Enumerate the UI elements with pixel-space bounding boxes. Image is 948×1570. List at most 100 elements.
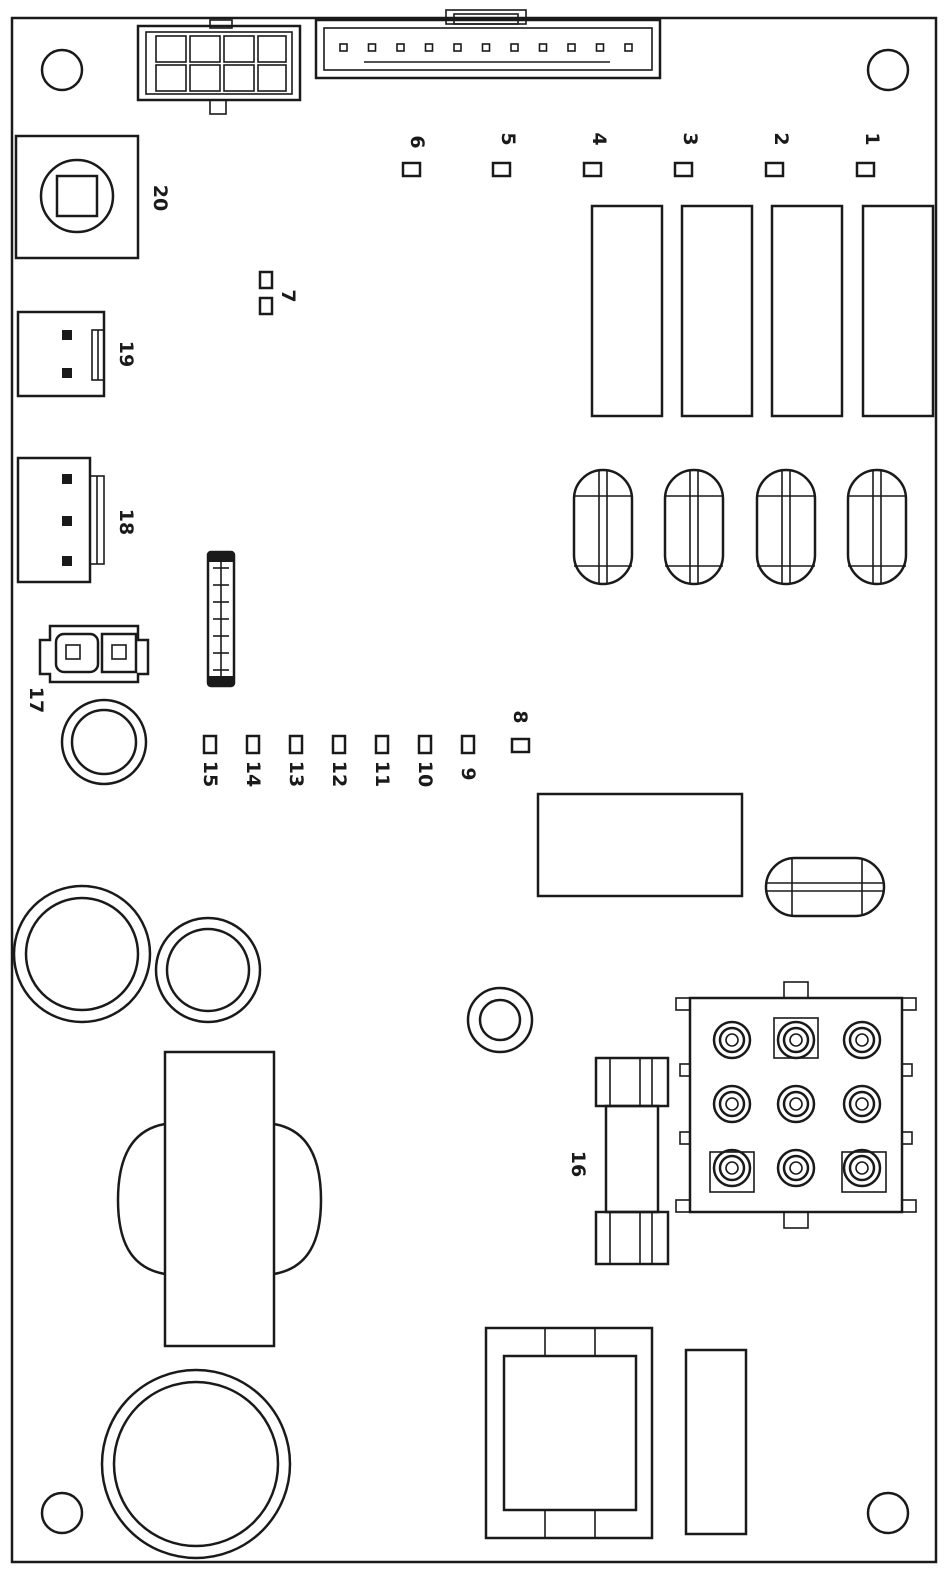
- connector-pin: [855, 1161, 869, 1175]
- connector-pin: [718, 1154, 746, 1182]
- label-7: 7: [277, 289, 299, 302]
- connector-pin: [782, 1154, 810, 1182]
- mounting-holes: [40, 48, 910, 1535]
- led-6: [401, 161, 422, 178]
- ribbon-connector-top: [314, 9, 662, 80]
- led-13: [288, 734, 304, 755]
- connector-pin: [842, 1020, 882, 1060]
- capsule-1: [846, 468, 908, 586]
- connector-pin: [718, 1026, 746, 1054]
- ribbon-pin: [367, 43, 377, 52]
- led-row-middle: [202, 734, 531, 755]
- power-connector-9pin: [675, 981, 917, 1229]
- transformer: [116, 1050, 323, 1348]
- connector-pin: [848, 1090, 876, 1118]
- label-14: 14: [242, 761, 264, 787]
- label-2: 2: [770, 132, 792, 145]
- small-ring-middle: [466, 986, 534, 1054]
- component-20-switch: [14, 134, 140, 260]
- relay-3: [680, 204, 754, 418]
- connector-17: [38, 624, 150, 684]
- label-8: 8: [509, 710, 531, 723]
- connector-pin: [789, 1033, 803, 1047]
- mounting-hole-bottom-right: [866, 1491, 910, 1535]
- led-14: [245, 734, 261, 755]
- mounting-hole-bottom-left: [40, 1491, 84, 1535]
- label-13: 13: [285, 761, 307, 787]
- mounting-hole-top-right: [866, 48, 910, 92]
- relay-1: [861, 204, 935, 418]
- led-2: [764, 161, 785, 178]
- led-3: [673, 161, 694, 178]
- label-12: 12: [328, 761, 350, 787]
- power-connector-top: [136, 19, 302, 115]
- ribbon-pin: [624, 43, 633, 52]
- ribbon-pin: [481, 43, 491, 52]
- label-17: 17: [25, 687, 47, 713]
- led-10: [417, 734, 433, 755]
- led-row-top: [401, 161, 876, 178]
- led-8: [510, 737, 531, 754]
- connector-pin: [855, 1097, 869, 1111]
- connector-pin: [842, 1148, 882, 1188]
- ribbon-pin: [396, 43, 405, 52]
- label-6: 6: [406, 135, 428, 148]
- connector-pin: [725, 1033, 739, 1047]
- ribbon-pin: [339, 43, 348, 52]
- connector-19: [16, 310, 106, 398]
- connector-pin: [848, 1154, 876, 1182]
- connector-pin: [776, 1148, 816, 1188]
- connector-pin: [712, 1148, 752, 1188]
- ribbon-pin: [595, 43, 605, 52]
- led-5: [491, 161, 512, 178]
- label-5: 5: [497, 132, 519, 145]
- capsule-horizontal: [764, 856, 886, 918]
- ribbon-pin: [567, 43, 576, 52]
- connector-pin: [848, 1026, 876, 1054]
- connector-pin: [776, 1084, 816, 1124]
- led-9: [460, 734, 476, 755]
- label-10: 10: [414, 761, 436, 787]
- connector-pin: [712, 1020, 752, 1060]
- connector-pin: [782, 1026, 810, 1054]
- connector-pin: [789, 1097, 803, 1111]
- ribbon-pin: [424, 43, 434, 52]
- label-3: 3: [679, 132, 701, 145]
- label-4: 4: [588, 132, 610, 145]
- label-1: 1: [861, 132, 883, 145]
- component-labels: 1 2 3 4 5 6 7 8 9 10 11 12 13 14 15 16 1…: [25, 132, 883, 1177]
- component-7: [258, 270, 274, 316]
- capsule-2: [755, 468, 817, 586]
- led-11: [374, 734, 390, 755]
- connector-pin: [842, 1084, 882, 1124]
- led-12: [331, 734, 347, 755]
- relay-2: [770, 204, 844, 418]
- label-9: 9: [457, 767, 479, 780]
- connector-pin: [789, 1161, 803, 1175]
- led-15: [202, 734, 218, 755]
- inductor-bottom: [484, 1326, 654, 1540]
- connector-pin: [782, 1090, 810, 1118]
- ribbon-pin: [510, 43, 519, 52]
- label-11: 11: [371, 761, 393, 787]
- connector-pin: [855, 1033, 869, 1047]
- led-1: [855, 161, 876, 178]
- connector-pin: [718, 1090, 746, 1118]
- fuse-16: [594, 1056, 670, 1266]
- label-15: 15: [199, 761, 221, 787]
- relay-4: [590, 204, 664, 418]
- label-19: 19: [115, 341, 137, 367]
- ic-chip: [206, 550, 236, 688]
- capsule-3: [663, 468, 725, 586]
- label-18: 18: [115, 509, 137, 535]
- ribbon-pin: [538, 43, 548, 52]
- connector-pin: [776, 1020, 816, 1060]
- label-20: 20: [149, 185, 171, 211]
- connector-pin: [712, 1084, 752, 1124]
- ring-component: [60, 698, 148, 786]
- connector-pin: [725, 1097, 739, 1111]
- connector-pin: [725, 1161, 739, 1175]
- connector-18: [16, 456, 105, 584]
- middle-relay-block: [536, 792, 744, 898]
